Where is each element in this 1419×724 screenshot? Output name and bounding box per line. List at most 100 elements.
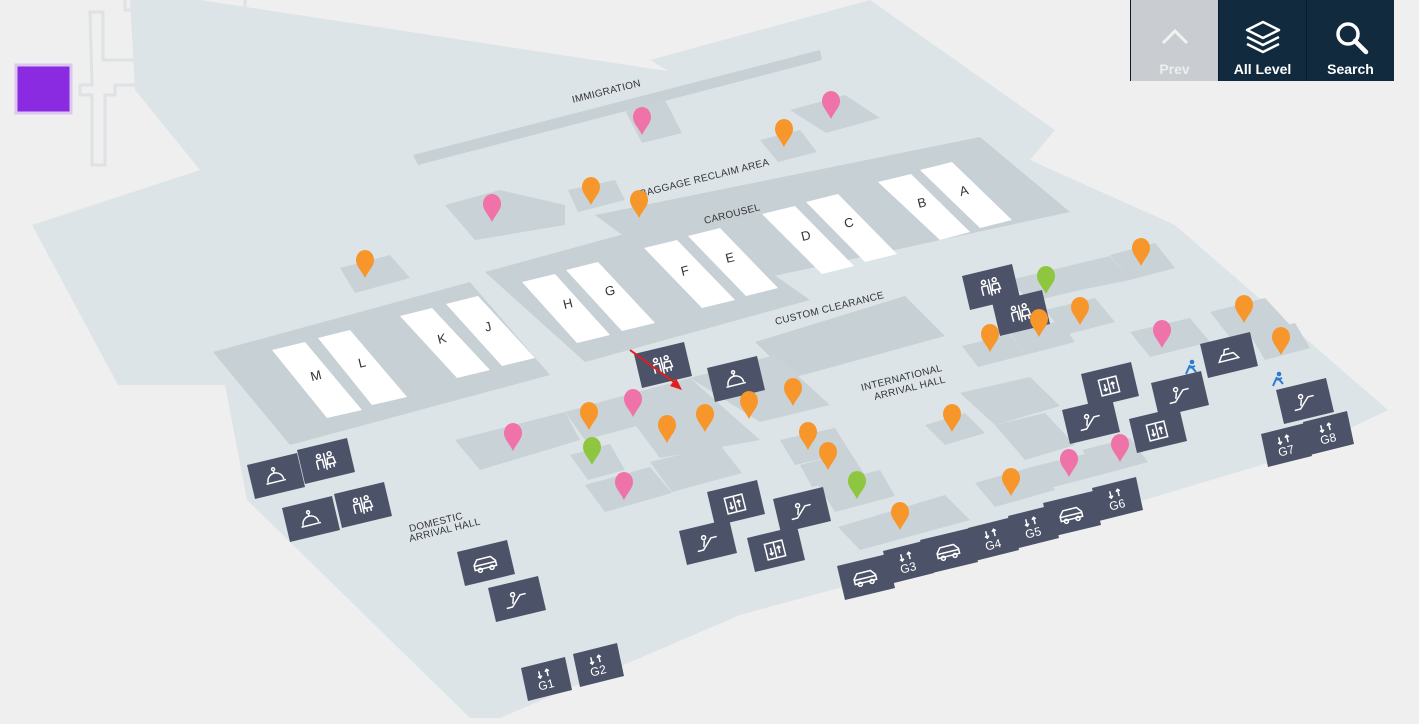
gate-g4-tile[interactable]: G4 bbox=[968, 517, 1019, 561]
escalator-tile[interactable] bbox=[1151, 371, 1209, 417]
gate-g1-tile[interactable]: G1 bbox=[521, 657, 572, 701]
poi-marker-green[interactable] bbox=[583, 437, 601, 465]
escalator-icon bbox=[1169, 386, 1189, 405]
poi-marker-pink[interactable] bbox=[624, 389, 642, 417]
restroom-tile[interactable] bbox=[297, 438, 355, 484]
lift-tile[interactable] bbox=[1081, 362, 1139, 408]
all-level-button[interactable]: All Level bbox=[1218, 0, 1306, 81]
service-counter-tile[interactable] bbox=[282, 496, 340, 542]
poi-marker-pink[interactable] bbox=[483, 194, 501, 222]
poi-marker-orange[interactable] bbox=[784, 378, 802, 406]
poi-marker-orange[interactable] bbox=[740, 391, 758, 419]
gate-g8-tile[interactable]: G8 bbox=[1303, 411, 1354, 455]
taxi-tile[interactable] bbox=[1043, 491, 1101, 537]
poi-marker-orange[interactable] bbox=[696, 404, 714, 432]
poi-marker-orange[interactable] bbox=[891, 502, 909, 530]
lift-arrows-icon bbox=[537, 668, 550, 680]
poi-marker-orange[interactable] bbox=[1002, 468, 1020, 496]
escalator-tile[interactable] bbox=[679, 519, 737, 565]
poi-marker-orange[interactable] bbox=[775, 119, 793, 147]
restroom-tile[interactable] bbox=[634, 342, 692, 388]
restroom-tile[interactable] bbox=[962, 264, 1020, 310]
poi-marker-pink[interactable] bbox=[1060, 449, 1078, 477]
service-counter-tile[interactable] bbox=[707, 356, 765, 402]
taxi-tile[interactable] bbox=[457, 540, 515, 586]
lounge-tile[interactable] bbox=[1200, 332, 1258, 378]
lift-arrows-icon bbox=[1108, 488, 1121, 500]
service-counter-icon bbox=[726, 369, 747, 388]
search-button[interactable]: Search bbox=[1306, 0, 1394, 81]
minimap[interactable] bbox=[14, 0, 247, 167]
gate-label: G2 bbox=[589, 662, 608, 680]
poi-marker-orange[interactable] bbox=[1132, 238, 1150, 266]
restroom-icon bbox=[1010, 303, 1032, 322]
taxi-icon bbox=[853, 569, 878, 588]
service-counter-icon bbox=[301, 509, 322, 528]
poi-marker-pink[interactable] bbox=[1153, 320, 1171, 348]
poi-marker-orange[interactable] bbox=[943, 404, 961, 432]
prev-button[interactable]: Prev bbox=[1130, 0, 1218, 81]
escalator-tile[interactable] bbox=[1276, 378, 1334, 424]
lift-icon bbox=[1097, 375, 1121, 397]
immigration-zone bbox=[413, 50, 822, 165]
current-level-indicator bbox=[14, 63, 73, 115]
poi-marker-pink[interactable] bbox=[504, 423, 522, 451]
poi-marker-pink[interactable] bbox=[633, 107, 651, 135]
escalator-tile[interactable] bbox=[488, 576, 546, 622]
restroom-icon bbox=[652, 355, 674, 374]
poi-marker-pink[interactable] bbox=[822, 91, 840, 119]
escalator-icon bbox=[791, 502, 811, 521]
lift-tile[interactable] bbox=[1129, 407, 1187, 453]
poi-marker-pink[interactable] bbox=[615, 472, 633, 500]
poi-marker-orange[interactable] bbox=[981, 324, 999, 352]
gate-g2-tile[interactable]: G2 bbox=[573, 643, 624, 687]
search-label: Search bbox=[1327, 61, 1374, 77]
poi-marker-orange[interactable] bbox=[1272, 327, 1290, 355]
gate-g5-tile[interactable]: G5 bbox=[1008, 505, 1059, 549]
restroom-icon bbox=[980, 277, 1002, 296]
poi-marker-orange[interactable] bbox=[819, 442, 837, 470]
taxi-icon bbox=[1059, 506, 1084, 525]
poi-marker-green[interactable] bbox=[848, 471, 866, 499]
gate-label: G7 bbox=[1277, 442, 1296, 460]
lounge-icon bbox=[1218, 347, 1241, 364]
map-toolbar: Prev All Level Search bbox=[1130, 0, 1394, 81]
poi-marker-green[interactable] bbox=[1037, 266, 1055, 294]
poi-marker-orange[interactable] bbox=[1235, 295, 1253, 323]
poi-marker-orange[interactable] bbox=[658, 415, 676, 443]
poi-marker-pink[interactable] bbox=[1111, 434, 1129, 462]
carousel-e-label: E bbox=[724, 249, 736, 266]
escalator-icon bbox=[1080, 413, 1100, 432]
poi-marker-orange[interactable] bbox=[356, 250, 374, 278]
taxi-tile[interactable] bbox=[920, 528, 978, 574]
carousel-a-label: A bbox=[958, 182, 970, 199]
prev-label: Prev bbox=[1159, 61, 1190, 77]
gate-g6-tile[interactable]: G6 bbox=[1092, 477, 1143, 521]
escalator-icon bbox=[697, 534, 717, 553]
service-counter-tile[interactable] bbox=[247, 453, 305, 499]
gate-g3-tile[interactable]: G3 bbox=[883, 540, 934, 584]
escalator-tile[interactable] bbox=[773, 487, 831, 533]
all-level-label: All Level bbox=[1233, 61, 1292, 77]
poi-marker-orange[interactable] bbox=[1030, 309, 1048, 337]
carousel-b-label: B bbox=[916, 194, 928, 211]
poi-marker-orange[interactable] bbox=[799, 422, 817, 450]
taxi-tile[interactable] bbox=[837, 554, 895, 600]
lift-arrows-icon bbox=[589, 654, 602, 666]
lift-icon bbox=[763, 539, 787, 561]
gate-g7-tile[interactable]: G7 bbox=[1261, 423, 1312, 467]
poi-marker-orange[interactable] bbox=[630, 190, 648, 218]
restroom-tile[interactable] bbox=[334, 482, 392, 528]
restroom-icon bbox=[315, 451, 337, 470]
lift-tile[interactable] bbox=[707, 480, 765, 526]
walkway-icon bbox=[1185, 359, 1284, 387]
escalator-tile[interactable] bbox=[1062, 398, 1120, 444]
poi-marker-orange[interactable] bbox=[580, 402, 598, 430]
poi-marker-orange[interactable] bbox=[582, 177, 600, 205]
lift-icon bbox=[1145, 420, 1169, 442]
poi-marker-orange[interactable] bbox=[1071, 297, 1089, 325]
chevron-up-icon bbox=[1161, 28, 1188, 45]
carousel-f-label: F bbox=[679, 262, 690, 278]
lift-tile[interactable] bbox=[747, 526, 805, 572]
